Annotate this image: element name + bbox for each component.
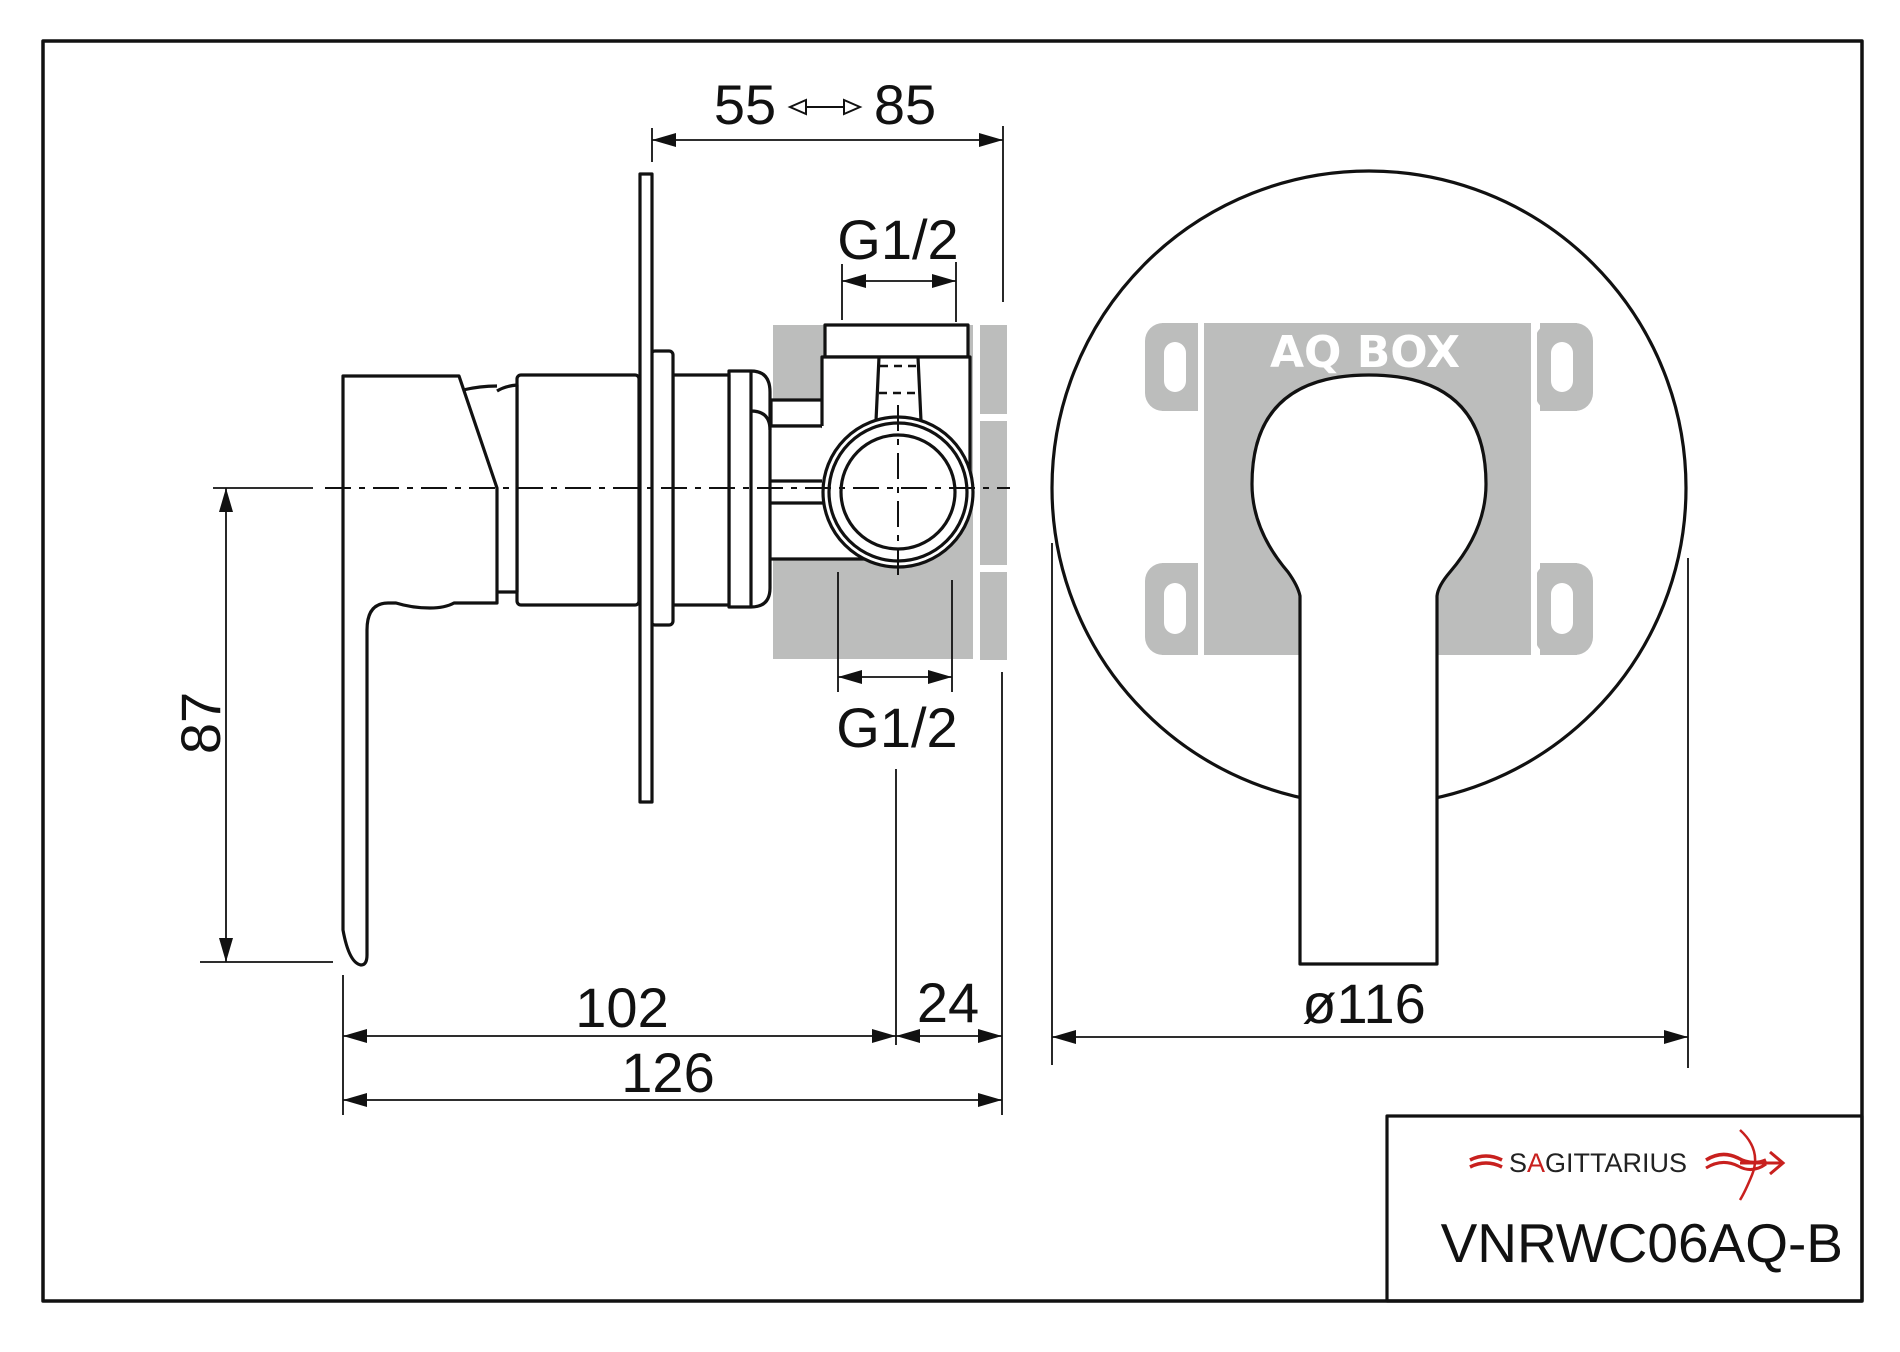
arrowhead	[932, 274, 956, 288]
dim-thread-bottom: G1/2	[836, 696, 957, 759]
aq-box-strip-top	[980, 325, 1007, 414]
arrowhead	[896, 1029, 920, 1043]
side-view	[213, 172, 1010, 967]
valve-body	[750, 323, 975, 575]
aq-box-strip-mid	[980, 421, 1007, 565]
arrowhead	[842, 274, 866, 288]
arrow-logo-icon	[1705, 1129, 1786, 1201]
arrowhead	[219, 488, 233, 512]
brand-suffix: GITTARIUS	[1545, 1148, 1687, 1178]
double-arrow-outline-icon	[787, 98, 863, 116]
arrowhead	[979, 133, 1003, 147]
brand-highlight: A	[1527, 1148, 1545, 1178]
valve-sleeve	[671, 373, 731, 607]
front-sleeve	[515, 373, 641, 607]
stem-taper	[874, 356, 923, 422]
arrowhead	[219, 938, 233, 962]
model-code: VNRWC06AQ-B	[1441, 1212, 1843, 1274]
front-view: AQ BOX	[1050, 169, 1688, 966]
aq-box-strip-bottom	[980, 572, 1007, 660]
title-block-frame	[1385, 1114, 1864, 1303]
arrowhead	[872, 1029, 896, 1043]
dim-plate-diameter: ø116	[1302, 972, 1425, 1035]
title-block: SAGITTARIUS VNRWC06AQ-B	[1385, 1114, 1864, 1303]
arrowhead	[1052, 1030, 1076, 1044]
brand-prefix: S	[1509, 1148, 1527, 1178]
dimensions-side: 55 85 G1/2 G1/2 87 102	[169, 73, 1004, 1115]
aq-box-label: AQ BOX	[1270, 327, 1460, 378]
brand-name: SAGITTARIUS	[1509, 1148, 1687, 1178]
dim-depth-min: 55	[714, 73, 776, 136]
nut-curve	[750, 409, 772, 431]
arrowhead	[978, 1029, 1002, 1043]
arrowhead	[343, 1029, 367, 1043]
mount-slot	[1164, 583, 1186, 634]
dim-depth-max: 85	[874, 73, 936, 136]
arrowhead	[838, 670, 862, 684]
arrowhead	[343, 1093, 367, 1107]
dim-projection-front: 102	[575, 976, 668, 1039]
handle-lever-front	[1250, 373, 1488, 966]
mount-slot	[1551, 342, 1573, 392]
pipe-upper	[769, 398, 825, 428]
arrowhead	[1664, 1030, 1688, 1044]
mount-slot	[1551, 583, 1573, 634]
brand-logo: SAGITTARIUS	[1469, 1129, 1786, 1201]
dimensions-front: ø116	[1051, 543, 1689, 1068]
handle-top-curve	[462, 384, 498, 392]
dim-projection-body: 24	[917, 971, 979, 1034]
waves-icon	[1469, 1154, 1503, 1169]
dim-thread-top: G1/2	[837, 208, 958, 271]
top-outlet-cap	[823, 323, 970, 359]
arrowhead	[652, 133, 676, 147]
arrowhead	[978, 1093, 1002, 1107]
dim-handle-drop: 87	[169, 692, 232, 754]
dim-projection-total: 126	[621, 1041, 714, 1104]
handle-lever	[341, 374, 499, 967]
mount-slot	[1164, 342, 1186, 392]
arrowhead	[928, 670, 952, 684]
sheet-border	[41, 39, 1864, 1303]
cartridge-nut	[727, 369, 772, 609]
body-outline	[820, 355, 972, 492]
